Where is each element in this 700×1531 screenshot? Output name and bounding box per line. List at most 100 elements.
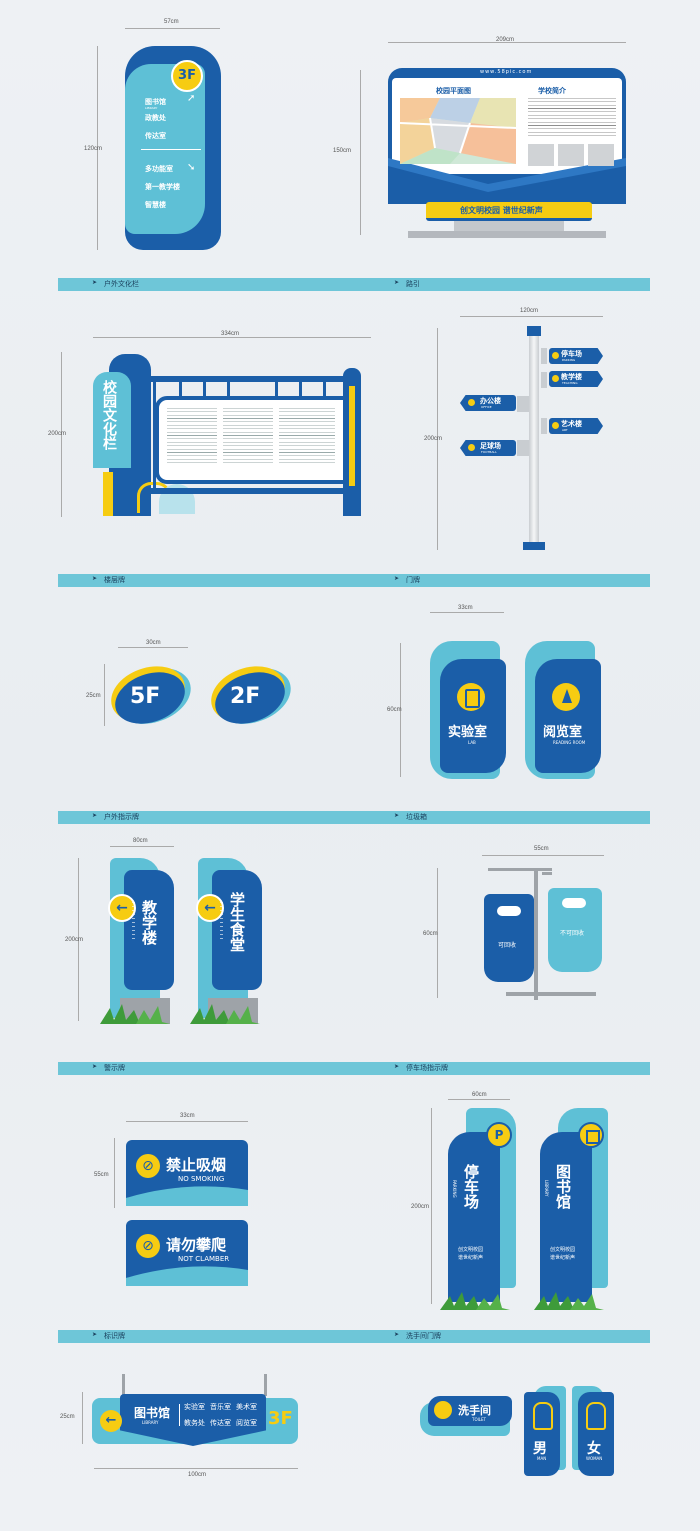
book-icon bbox=[578, 1122, 604, 1148]
road-sign-office[interactable]: 办公楼 OFFICE bbox=[460, 395, 516, 411]
library-guide-sign: 图书馆 LIBRARY 创文明校园 谱世纪新声 bbox=[540, 1108, 610, 1304]
floor-item-0-sub: LIBRARY bbox=[145, 106, 158, 110]
dim-id-h: 25cm bbox=[60, 1414, 75, 1420]
campus-map bbox=[400, 98, 516, 164]
male-icon bbox=[533, 1402, 553, 1430]
parking-sign-slogan-2: 谱世纪新声 bbox=[458, 1255, 484, 1261]
id-sign-room-1: 音乐室 bbox=[210, 1403, 231, 1411]
library-guide-en: LIBRARY bbox=[544, 1180, 549, 1197]
section-label-trash: 垃圾箱 bbox=[406, 813, 427, 821]
floor-plate-5f-text: 5F bbox=[130, 684, 161, 709]
toilet-male-label: 男 bbox=[533, 1441, 547, 1457]
warning-no-smoking: ⊘ 禁止吸烟 NO SMOKING bbox=[126, 1140, 248, 1210]
toilet-female-label: 女 bbox=[587, 1441, 601, 1457]
dim-floor-top-h: 120cm bbox=[84, 146, 103, 152]
arrow-left-icon: ← bbox=[108, 894, 136, 922]
parking-sign: P 停车场 PARKING 创文明校园 谱世纪新声 bbox=[448, 1108, 518, 1304]
door-plate-reading-label: 阅览室 bbox=[543, 725, 583, 740]
floor-plate-2f-text: 2F bbox=[230, 684, 261, 709]
dim-trash-h: 60cm bbox=[423, 931, 438, 937]
toilet-male-sub: MAN bbox=[537, 1456, 547, 1461]
board-map-title: 校园平面图 bbox=[436, 87, 471, 95]
board-slogan: 创文明校园 谱世纪新声 bbox=[460, 205, 543, 215]
dim-road-w: 120cm bbox=[520, 308, 539, 314]
door-plate-lab-sub: LAB bbox=[468, 740, 476, 745]
flask-icon bbox=[552, 683, 580, 711]
section-label-road: 路引 bbox=[406, 280, 420, 288]
dim-door-h: 60cm bbox=[387, 707, 402, 713]
road-sign-teaching[interactable]: 教学楼 TEACHING bbox=[549, 371, 603, 387]
section-band-1: ➤户外文化栏 ➤路引 bbox=[58, 278, 650, 291]
dim-road-h: 200cm bbox=[424, 436, 443, 442]
road-sign-parking[interactable]: 停车场 PARKING bbox=[549, 348, 603, 364]
section-label-toilet: 洗手间门牌 bbox=[406, 1332, 441, 1340]
id-sign-main-sub: LIBRARY bbox=[142, 1420, 159, 1425]
floor-badge: 3F bbox=[171, 60, 203, 92]
road-sign-office-label: 办公楼 bbox=[480, 397, 501, 405]
door-plate-reading-sub: READING ROOM bbox=[553, 740, 586, 745]
id-sign-room-4: 传达室 bbox=[210, 1419, 231, 1427]
dim-outdoor-h: 200cm bbox=[65, 937, 84, 943]
road-sign-football-sub: FOOTBALL bbox=[481, 450, 497, 454]
library-guide-slogan-1: 创文明校园 bbox=[550, 1247, 576, 1253]
grass-decoration bbox=[100, 1004, 260, 1024]
trash-nonrecyclable-label: 不可回收 bbox=[560, 930, 585, 937]
arrow-right-icon bbox=[552, 375, 559, 382]
floor-item-1: 政教处 bbox=[145, 114, 166, 122]
road-sign-art-label: 艺术楼 bbox=[561, 420, 582, 428]
arrow-left-icon bbox=[468, 444, 475, 451]
road-sign-office-sub: OFFICE bbox=[481, 405, 492, 409]
road-sign-football[interactable]: 足球场 FOOTBALL bbox=[460, 440, 516, 456]
dim-id-w: 100cm bbox=[188, 1472, 207, 1478]
road-sign-art[interactable]: 艺术楼 ART bbox=[549, 418, 603, 434]
section-label-culture: 户外文化栏 bbox=[104, 280, 139, 288]
arrow-right-icon bbox=[552, 422, 559, 429]
section-band-2: ➤楼层牌 ➤门牌 bbox=[58, 574, 650, 587]
floor-item-2: 传达室 bbox=[145, 132, 166, 140]
dim-floor-top-w: 57cm bbox=[164, 19, 179, 25]
section-label-parking: 停车场指示牌 bbox=[406, 1064, 448, 1072]
trash-bins: 可回收 不可回收 bbox=[482, 868, 606, 1000]
warning-no-climb-en: NOT CLAMBER bbox=[178, 1255, 230, 1263]
arrow-down-right-icon: ➘ bbox=[187, 162, 196, 173]
parking-sign-en: PARKING bbox=[452, 1180, 457, 1198]
dim-parking-w: 60cm bbox=[472, 1092, 487, 1098]
arrow-left-icon: ← bbox=[196, 894, 224, 922]
door-plate-lab: 实验室 LAB bbox=[430, 641, 506, 779]
id-sign-room-2: 美术室 bbox=[236, 1403, 257, 1411]
section-label-floor: 楼层牌 bbox=[104, 576, 125, 584]
culture-title: 校园文化栏 bbox=[101, 380, 117, 450]
road-sign-art-sub: ART bbox=[562, 428, 568, 432]
id-sign: ← 图书馆 LIBRARY 实验室 音乐室 美术室 教务处 传达室 阅览室 3F bbox=[92, 1374, 302, 1446]
section-label-warning: 警示牌 bbox=[104, 1064, 125, 1072]
dim-warn-h: 55cm bbox=[94, 1172, 109, 1178]
section-band-4: ➤警示牌 ➤停车场指示牌 bbox=[58, 1062, 650, 1075]
dim-board-w: 209cm bbox=[496, 37, 515, 43]
grass-decoration bbox=[440, 1292, 604, 1310]
female-icon bbox=[586, 1402, 606, 1430]
toilet-label: 洗手间 bbox=[458, 1404, 491, 1417]
parking-sign-slogan-1: 创文明校园 bbox=[458, 1247, 484, 1253]
floor-item-0: 图书馆 bbox=[145, 98, 166, 106]
section-band-3: ➤户外指示牌 ➤垃圾箱 bbox=[58, 811, 650, 824]
outdoor-sign-teaching: ← 教学楼 bbox=[108, 858, 178, 1024]
warning-no-climb-cn: 请勿攀爬 bbox=[166, 1236, 227, 1254]
floor-plate-5f: 5F bbox=[103, 656, 199, 734]
floor-directory-sign: 3F 图书馆 LIBRARY ➚ 政教处 传达室 多功能室 ➘ 第一教学楼 智慧… bbox=[125, 46, 221, 250]
section-label-door: 门牌 bbox=[406, 576, 420, 584]
toilet-female-plate: 女 WOMAN bbox=[572, 1386, 614, 1476]
toilet-female-sub: WOMAN bbox=[586, 1456, 603, 1461]
dim-trash-w: 55cm bbox=[534, 846, 549, 852]
no-smoking-icon: ⊘ bbox=[136, 1154, 160, 1178]
warning-no-climb: ⊘ 请勿攀爬 NOT CLAMBER bbox=[126, 1220, 248, 1288]
id-sign-main: 图书馆 bbox=[134, 1406, 171, 1420]
board-intro-title: 学校简介 bbox=[538, 87, 566, 95]
toilet-male-plate: 男 MAN bbox=[524, 1386, 566, 1476]
arrow-up-right-icon: ➚ bbox=[187, 93, 196, 104]
dim-floor-h: 25cm bbox=[86, 693, 101, 699]
dim-culture-w: 334cm bbox=[221, 331, 240, 337]
road-sign-teaching-label: 教学楼 bbox=[561, 373, 582, 381]
dim-warn-w: 33cm bbox=[180, 1113, 195, 1119]
trash-recyclable-label: 可回收 bbox=[498, 942, 517, 949]
dim-outdoor-w: 80cm bbox=[133, 838, 148, 844]
